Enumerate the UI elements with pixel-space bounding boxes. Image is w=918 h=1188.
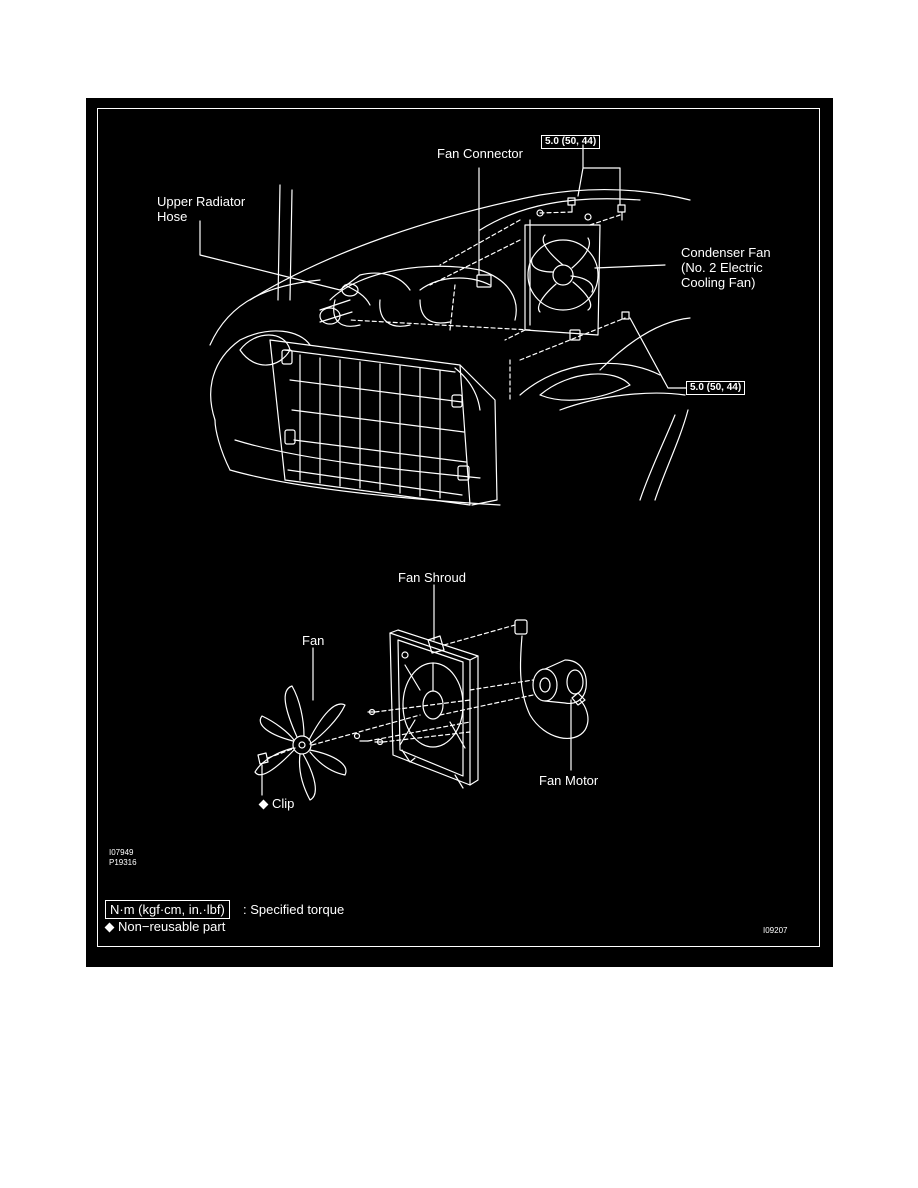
vehicle-front-illustration	[199, 144, 691, 506]
fan-shroud-label: Fan Shroud	[398, 570, 466, 585]
torque-spec-right: 5.0 (50, 44)	[686, 381, 746, 395]
fan-label: Fan	[302, 633, 325, 648]
upper-radiator-hose-label: Upper Radiator Hose	[157, 194, 246, 224]
fan-exploded-view	[254, 584, 589, 801]
torque-spec-top: 5.0 (50, 44)	[541, 135, 601, 149]
torque-legend-text: : Specified torque	[243, 902, 345, 917]
condenser-fan-label: Condenser Fan (No. 2 Electric Cooling Fa…	[681, 245, 771, 290]
diamond-icon	[104, 922, 115, 933]
figure-code-2: P19316	[109, 858, 137, 867]
clip-label: Clip	[258, 796, 294, 811]
torque-unit-box: N·m (kgf·cm, in.·lbf)	[105, 900, 230, 919]
fan-motor-label: Fan Motor	[539, 773, 599, 788]
diagram-panel	[86, 98, 833, 967]
clip-label-text: Clip	[272, 796, 295, 811]
figure-code-1: I07949	[109, 848, 134, 857]
non-reusable-legend: Non−reusable part	[104, 919, 225, 934]
non-reusable-diamond-icon	[258, 799, 269, 810]
fan-connector-label: Fan Connector	[437, 146, 523, 161]
figure-code-3: I09207	[763, 926, 788, 935]
non-reusable-text: Non−reusable part	[118, 919, 226, 934]
diagram-border	[97, 108, 820, 947]
